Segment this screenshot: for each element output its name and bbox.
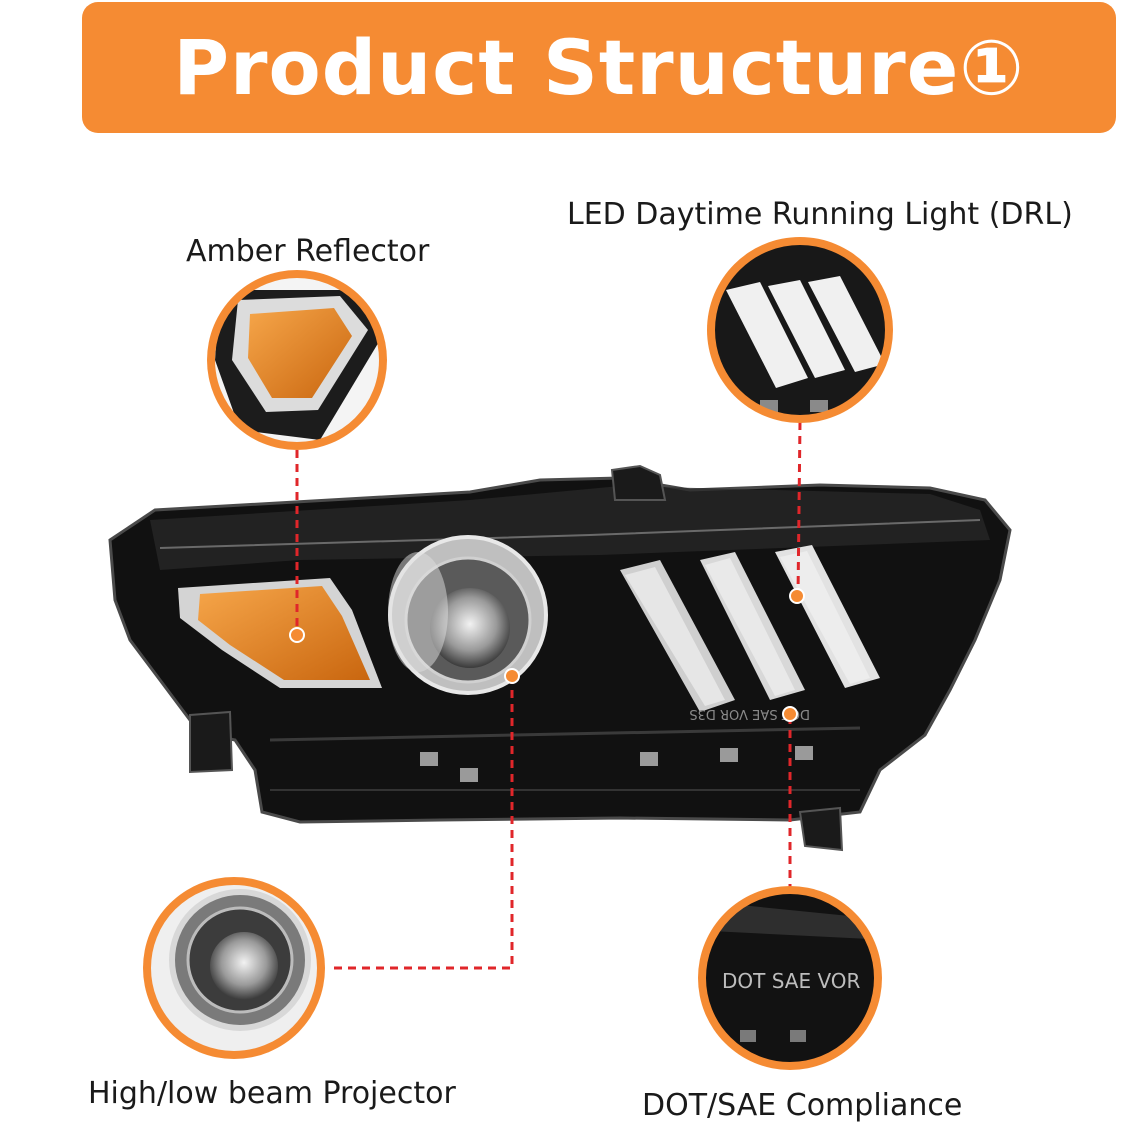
- amber-reflector-zoom: [207, 270, 387, 450]
- projector-label: High/low beam Projector: [88, 1076, 456, 1111]
- drl-connector: [796, 421, 802, 597]
- amber-marker: [289, 627, 305, 643]
- title-banner: Product Structure①: [82, 2, 1116, 133]
- amber-reflector-label: Amber Reflector: [186, 234, 430, 269]
- callout-connectors: [295, 421, 802, 970]
- dot-sae-zoom: DOT SAE VOR: [698, 886, 882, 1070]
- drl-label: LED Daytime Running Light (DRL): [567, 197, 1073, 232]
- projector-marker: [504, 668, 520, 684]
- dot-sae-label: DOT/SAE Compliance: [642, 1088, 963, 1123]
- drl-zoom: [707, 237, 893, 423]
- svg-text:DOT SAE VOR D3S: DOT SAE VOR D3S: [689, 706, 810, 721]
- projector-zoom: [143, 877, 325, 1059]
- drl-marker: [789, 588, 805, 604]
- dot-embossed-text: DOT SAE VOR: [722, 969, 861, 993]
- dot-marker: [782, 706, 798, 722]
- headlight-body: DOT SAE VOR D3S: [108, 464, 1012, 852]
- page-title: Product Structure①: [173, 23, 1025, 112]
